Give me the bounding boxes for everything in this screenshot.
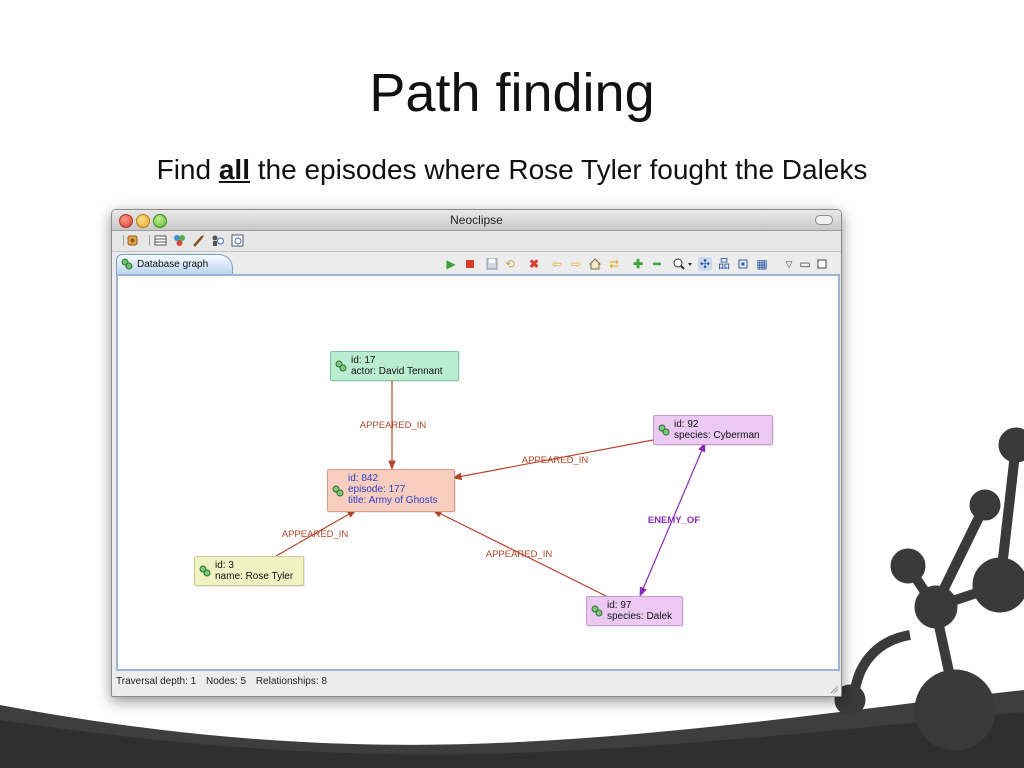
- package-icon[interactable]: [126, 234, 139, 247]
- delete-icon[interactable]: ✖: [528, 257, 540, 271]
- relationship-label: APPEARED_IN: [360, 420, 427, 431]
- node-property: id: 842: [348, 473, 379, 484]
- add-icon[interactable]: ✚: [632, 257, 644, 271]
- neoclipse-window: Neoclipse | | Database graph ▶: [111, 209, 842, 697]
- layout-grid-icon[interactable]: ▦: [756, 257, 768, 271]
- close-button[interactable]: [119, 214, 133, 228]
- node-property: title: Army of Ghosts: [348, 495, 438, 506]
- rocket-icon[interactable]: [192, 234, 205, 247]
- refresh-icon[interactable]: ⇄: [608, 257, 620, 271]
- toolbar-toggle-button[interactable]: [815, 215, 833, 225]
- window-title: Neoclipse: [450, 213, 503, 227]
- help-window-icon[interactable]: [231, 234, 244, 247]
- toolbar-handle-icon: |: [122, 234, 125, 246]
- node-property: episode: 177: [348, 484, 406, 495]
- node-property: id: 3: [215, 560, 234, 571]
- relationship-label: APPEARED_IN: [486, 549, 553, 560]
- node-icon: [658, 424, 670, 436]
- layout-spring-icon[interactable]: ✣: [698, 257, 712, 271]
- graph-edges: APPEARED_IN APPEARED_IN APPEARED_IN APPEARE…: [275, 379, 706, 597]
- status-depth: Traversal depth: 1: [116, 676, 197, 687]
- relationship-edge[interactable]: [639, 442, 706, 597]
- stop-icon[interactable]: [463, 257, 477, 271]
- status-bar: Traversal depth: 1 Nodes: 5 Relationship…: [116, 676, 334, 687]
- node-property: id: 17: [351, 355, 376, 366]
- tab-label: Database graph: [137, 259, 209, 270]
- nodes-icon[interactable]: [173, 234, 186, 247]
- slide-title: Path finding: [369, 63, 655, 123]
- node-icon: [591, 605, 603, 617]
- node-icon: [335, 360, 347, 372]
- node-property: name: Rose Tyler: [215, 571, 294, 582]
- window-titlebar[interactable]: Neoclipse: [112, 210, 841, 231]
- graph-canvas[interactable]: APPEARED_IN APPEARED_IN APPEARED_IN APPEARE…: [116, 274, 840, 671]
- node-property: id: 92: [674, 419, 699, 430]
- zoom-button[interactable]: [153, 214, 167, 228]
- relationship-label: APPEARED_IN: [522, 455, 589, 466]
- node-icon: [332, 485, 344, 497]
- remove-icon[interactable]: ━: [653, 257, 661, 271]
- relationship-edge[interactable]: [432, 509, 607, 597]
- relationship-label: APPEARED_IN: [282, 529, 349, 540]
- play-icon[interactable]: ▶: [446, 257, 456, 271]
- node-icon: [199, 565, 211, 577]
- undo-icon[interactable]: ⟲: [504, 257, 516, 271]
- subtitle-prefix: Find: [156, 154, 212, 185]
- layout-radial-icon[interactable]: [736, 257, 750, 271]
- zoom-icon[interactable]: [672, 257, 694, 271]
- resize-grip-icon[interactable]: [829, 684, 839, 694]
- view-tabbar: Database graph ▶ ⟲ ✖ ⇦ ⇨ ⇄ ✚ ━ ✣ 品 ▦ ▽ ▭: [116, 254, 837, 274]
- main-toolbar: | |: [112, 231, 841, 252]
- layout-tree-icon[interactable]: 品: [717, 257, 730, 271]
- node-property: species: Cyberman: [674, 430, 760, 441]
- tab-database-graph[interactable]: Database graph: [116, 254, 233, 274]
- relationship-edge[interactable]: [452, 439, 654, 481]
- minimize-icon[interactable]: ▭: [799, 257, 811, 271]
- subtitle-emphasis: all: [218, 154, 250, 185]
- relationship-edge[interactable]: [275, 509, 357, 557]
- save-icon[interactable]: [485, 257, 499, 271]
- node-property: actor: David Tennant: [351, 366, 443, 377]
- node-property: id: 97: [607, 600, 632, 611]
- graph-icon: [121, 258, 133, 270]
- back-icon[interactable]: ⇦: [551, 257, 563, 271]
- home-icon[interactable]: [588, 257, 602, 271]
- view-menu-icon[interactable]: ▽: [785, 259, 793, 269]
- relationship-label: ENEMY_OF: [648, 515, 700, 526]
- slide-subtitle: Find all the episodes where Rose Tyler f…: [0, 154, 1024, 186]
- help-people-icon[interactable]: [211, 234, 224, 247]
- node-property: species: Dalek: [607, 611, 673, 622]
- table-icon[interactable]: [154, 234, 167, 247]
- toolbar-separator-icon: |: [148, 234, 151, 246]
- subtitle-suffix: the episodes where Rose Tyler fought the…: [257, 154, 868, 185]
- maximize-icon[interactable]: [815, 257, 829, 271]
- status-nodes: Nodes: 5: [206, 676, 247, 687]
- minimize-button[interactable]: [136, 214, 150, 228]
- forward-icon[interactable]: ⇨: [570, 257, 582, 271]
- status-relationships: Relationships: 8: [255, 676, 327, 687]
